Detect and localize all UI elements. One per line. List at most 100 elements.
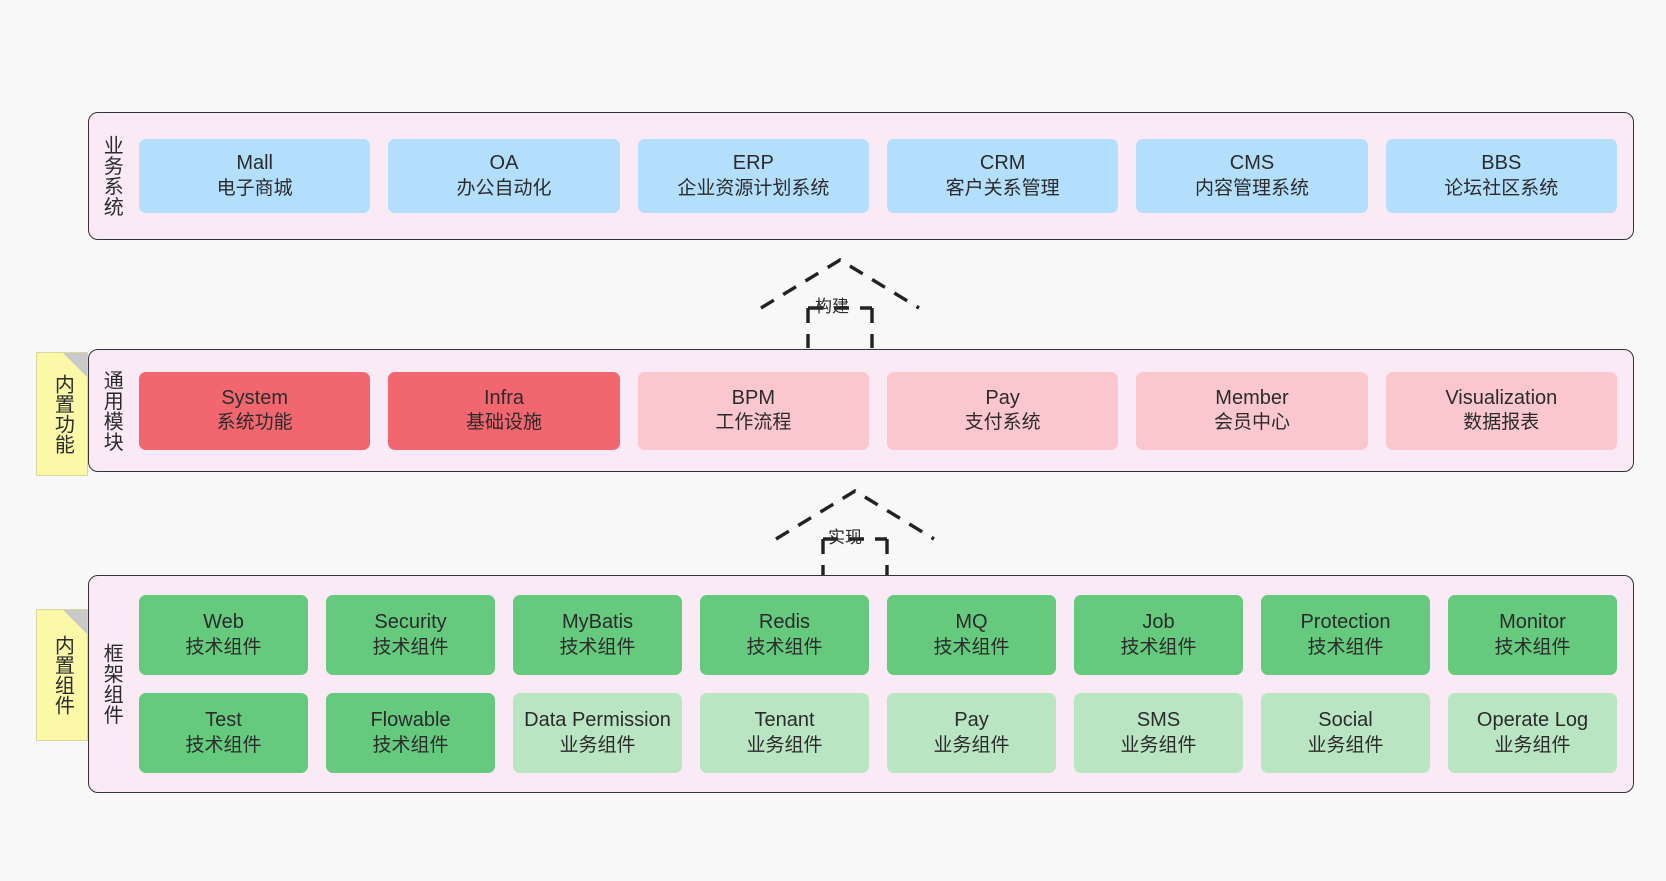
card-title: Mall	[236, 152, 273, 175]
card-flowable[interactable]: Flowable 技术组件	[326, 693, 495, 773]
card-subtitle: 技术组件	[1494, 636, 1571, 658]
generalization-arrow-icon	[760, 258, 920, 348]
layer-business-system: 业务系统 Mall 电子商城 OA 办公自动化 ERP 企业资源计划系统 CRM…	[88, 112, 1634, 240]
card-title: Flowable	[370, 709, 451, 732]
card-subtitle: 工作流程	[715, 412, 792, 434]
card-subtitle: 业务组件	[933, 734, 1010, 756]
card-title: Job	[1142, 611, 1175, 634]
card-subtitle: 业务组件	[559, 734, 636, 756]
card-title: Social	[1318, 709, 1373, 732]
layer-framework-components: 框架组件 Web 技术组件 Security 技术组件 MyBatis 技术组件…	[88, 575, 1634, 793]
card-mybatis[interactable]: MyBatis 技术组件	[513, 595, 682, 675]
card-title: BBS	[1481, 152, 1522, 175]
card-row: System 系统功能 Infra 基础设施 BPM 工作流程 Pay 支付系统…	[139, 371, 1617, 450]
layer-body-common-modules: System 系统功能 Infra 基础设施 BPM 工作流程 Pay 支付系统…	[133, 350, 1633, 471]
layer-body-framework-components: Web 技术组件 Security 技术组件 MyBatis 技术组件 Redi…	[133, 576, 1633, 792]
card-test[interactable]: Test 技术组件	[139, 693, 308, 773]
card-subtitle: 企业资源计划系统	[677, 177, 830, 199]
connector-label: 构建	[815, 297, 849, 316]
card-pay-component[interactable]: Pay 业务组件	[887, 693, 1056, 773]
connector-build: 构建	[745, 252, 935, 348]
card-subtitle: 业务组件	[1307, 734, 1384, 756]
card-title: SMS	[1136, 709, 1181, 732]
card-title: Security	[374, 611, 447, 634]
card-title: System	[221, 386, 288, 409]
card-job[interactable]: Job 技术组件	[1074, 595, 1243, 675]
card-subtitle: 数据报表	[1463, 412, 1540, 434]
card-title: MQ	[955, 611, 988, 634]
connector-label: 实现	[828, 528, 862, 547]
card-protection[interactable]: Protection 技术组件	[1261, 595, 1430, 675]
card-system[interactable]: System 系统功能	[139, 371, 371, 450]
note-builtin-component: 内置组件	[36, 609, 88, 741]
card-erp[interactable]: ERP 企业资源计划系统	[637, 139, 869, 213]
card-title: Operate Log	[1476, 709, 1589, 732]
card-title: Monitor	[1499, 611, 1566, 634]
card-subtitle: 技术组件	[559, 636, 636, 658]
card-web[interactable]: Web 技术组件	[139, 595, 308, 675]
card-operate-log[interactable]: Operate Log 业务组件	[1448, 693, 1617, 773]
card-pay-module[interactable]: Pay 支付系统	[886, 371, 1119, 450]
card-subtitle: 技术组件	[185, 734, 262, 756]
card-oa[interactable]: OA 办公自动化	[388, 139, 620, 213]
card-title: Tenant	[754, 709, 815, 732]
card-title: Data Permission	[524, 709, 671, 732]
layer-body-business-system: Mall 电子商城 OA 办公自动化 ERP 企业资源计划系统 CRM 客户关系…	[133, 113, 1633, 239]
card-subtitle: 基础设施	[465, 412, 542, 434]
card-title: Pay	[954, 709, 989, 732]
card-mq[interactable]: MQ 技术组件	[887, 595, 1056, 675]
card-title: OA	[489, 152, 519, 175]
card-title: CMS	[1229, 152, 1275, 175]
layer-title-common-modules: 通用模块	[100, 369, 123, 452]
card-data-permission[interactable]: Data Permission 业务组件	[513, 693, 682, 773]
card-row: Web 技术组件 Security 技术组件 MyBatis 技术组件 Redi…	[139, 595, 1617, 675]
note-builtin-function: 内置功能	[36, 352, 88, 476]
generalization-arrow-icon	[775, 489, 935, 579]
card-bpm[interactable]: BPM 工作流程	[637, 371, 869, 450]
card-title: ERP	[732, 152, 774, 175]
card-tenant[interactable]: Tenant 业务组件	[700, 693, 869, 773]
card-bbs[interactable]: BBS 论坛社区系统	[1385, 139, 1617, 213]
card-subtitle: 论坛社区系统	[1444, 177, 1559, 199]
card-title: Pay	[985, 386, 1020, 409]
card-subtitle: 内容管理系统	[1194, 177, 1309, 199]
card-subtitle: 技术组件	[372, 636, 449, 658]
card-title: Test	[205, 709, 242, 732]
card-monitor[interactable]: Monitor 技术组件	[1448, 595, 1617, 675]
card-subtitle: 办公自动化	[456, 177, 552, 199]
card-title: Web	[203, 611, 244, 634]
card-subtitle: 业务组件	[1494, 734, 1571, 756]
card-row: Test 技术组件 Flowable 技术组件 Data Permission …	[139, 693, 1617, 773]
card-crm[interactable]: CRM 客户关系管理	[886, 139, 1119, 213]
card-subtitle: 支付系统	[964, 412, 1041, 434]
card-subtitle: 会员中心	[1213, 412, 1290, 434]
card-visualization[interactable]: Visualization 数据报表	[1385, 371, 1617, 450]
card-title: Infra	[483, 386, 524, 409]
card-subtitle: 电子商城	[216, 177, 293, 199]
card-cms[interactable]: CMS 内容管理系统	[1136, 139, 1368, 213]
layer-common-modules: 通用模块 System 系统功能 Infra 基础设施 BPM 工作流程 Pay…	[88, 349, 1634, 472]
card-title: Protection	[1300, 611, 1391, 634]
card-title: BPM	[731, 386, 775, 409]
connector-implement: 实现	[760, 483, 950, 579]
layer-title-framework-components: 框架组件	[100, 643, 123, 725]
card-subtitle: 系统功能	[216, 412, 293, 434]
card-title: Member	[1215, 386, 1289, 409]
card-subtitle: 客户关系管理	[945, 177, 1060, 199]
card-security[interactable]: Security 技术组件	[326, 595, 495, 675]
card-subtitle: 业务组件	[1120, 734, 1197, 756]
card-title: Redis	[758, 611, 811, 634]
card-social[interactable]: Social 业务组件	[1261, 693, 1430, 773]
card-redis[interactable]: Redis 技术组件	[700, 595, 869, 675]
card-subtitle: 技术组件	[185, 636, 262, 658]
card-row: Mall 电子商城 OA 办公自动化 ERP 企业资源计划系统 CRM 客户关系…	[139, 139, 1617, 213]
card-infra[interactable]: Infra 基础设施	[388, 371, 620, 450]
card-mall[interactable]: Mall 电子商城	[139, 139, 371, 213]
card-sms[interactable]: SMS 业务组件	[1074, 693, 1243, 773]
card-subtitle: 技术组件	[1120, 636, 1197, 658]
card-subtitle: 技术组件	[1307, 636, 1384, 658]
card-member[interactable]: Member 会员中心	[1136, 371, 1368, 450]
card-subtitle: 技术组件	[933, 636, 1010, 658]
card-title: MyBatis	[561, 611, 634, 634]
